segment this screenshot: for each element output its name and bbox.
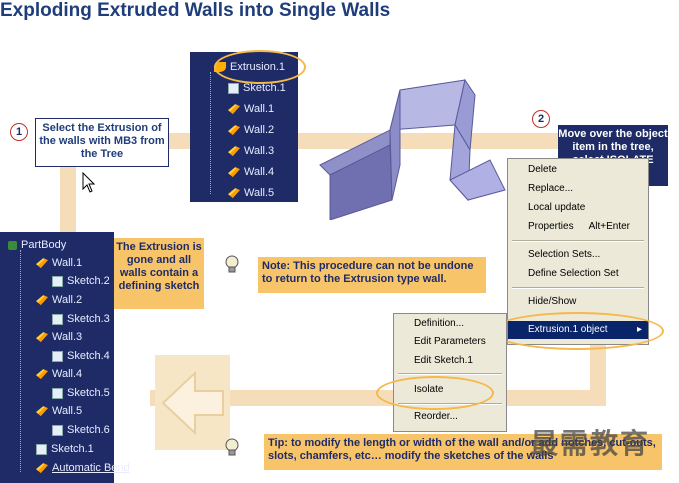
page-title: Exploding Extruded Walls into Single Wal… bbox=[0, 0, 391, 21]
wall-icon bbox=[36, 332, 48, 343]
lightbulb-icon bbox=[225, 438, 239, 456]
tree-node-wall5[interactable]: Wall.5 bbox=[36, 402, 82, 420]
tree-node-wall4[interactable]: Wall.4 bbox=[228, 163, 274, 181]
step-2-number: 2 bbox=[532, 110, 550, 128]
submenu-item-reorder[interactable]: Reorder... bbox=[414, 411, 458, 422]
tree-node-sketch5[interactable]: Sketch.5 bbox=[52, 384, 110, 402]
back-arrow-icon bbox=[161, 370, 224, 436]
menu-item-define-selection-set[interactable]: Define Selection Set bbox=[528, 268, 619, 279]
tree-node-wall4[interactable]: Wall.4 bbox=[36, 365, 82, 383]
tree-node-wall3[interactable]: Wall.3 bbox=[228, 142, 274, 160]
watermark-logo: 最需教育 bbox=[530, 428, 651, 459]
step-1-callout: Select the Extrusion of the walls with M… bbox=[35, 118, 169, 167]
wall-icon bbox=[228, 146, 240, 157]
menu-item-local-update[interactable]: Local update bbox=[528, 202, 586, 213]
tree-node-sketch4[interactable]: Sketch.4 bbox=[52, 347, 110, 365]
object-submenu: Definition... Edit Parameters Edit Sketc… bbox=[393, 313, 507, 432]
mouse-cursor-icon bbox=[82, 172, 96, 193]
tip-note: Tip: to modify the length or width of th… bbox=[264, 434, 662, 470]
tree-node-partbody[interactable]: PartBody bbox=[8, 236, 66, 254]
menu-separator bbox=[398, 373, 502, 375]
lightbulb-icon bbox=[225, 255, 239, 273]
extrusion-highlight-ring bbox=[214, 50, 306, 84]
menu-item-hide-show[interactable]: Hide/Show bbox=[528, 296, 577, 307]
tree-node-sketch1[interactable]: Sketch.1 bbox=[228, 79, 286, 97]
sketch-icon bbox=[52, 424, 63, 436]
wall-icon bbox=[228, 188, 240, 199]
sketch-icon bbox=[52, 387, 63, 399]
step-1-number: 1 bbox=[10, 123, 28, 141]
tree-node-sketch6[interactable]: Sketch.6 bbox=[52, 421, 110, 439]
submenu-item-definition[interactable]: Definition... bbox=[414, 318, 465, 329]
tree-node-wall1[interactable]: Wall.1 bbox=[36, 254, 82, 272]
warning-note: Note: This procedure can not be undone t… bbox=[258, 257, 486, 293]
bend-icon bbox=[36, 463, 48, 474]
back-arrow-panel bbox=[155, 355, 230, 450]
tree-node-sketch3[interactable]: Sketch.3 bbox=[52, 310, 110, 328]
wall-icon bbox=[36, 295, 48, 306]
menu-item-delete[interactable]: Delete bbox=[528, 164, 557, 175]
tree-node-wall2[interactable]: Wall.2 bbox=[36, 291, 82, 309]
tree-node-wall5[interactable]: Wall.5 bbox=[228, 184, 274, 202]
submenu-item-edit-parameters[interactable]: Edit Parameters bbox=[414, 336, 486, 347]
menu-item-properties[interactable]: Properties Alt+Enter bbox=[528, 221, 630, 232]
wall-icon bbox=[228, 167, 240, 178]
wall-icon bbox=[228, 125, 240, 136]
sketch-icon bbox=[52, 313, 63, 325]
menu-item-replace[interactable]: Replace... bbox=[528, 183, 574, 194]
tree-node-automatic-bend[interactable]: Automatic Bend bbox=[36, 459, 130, 477]
sketch-icon bbox=[52, 275, 63, 287]
extrusion-object-highlight-ring bbox=[490, 312, 664, 350]
sheetmetal-part-3d bbox=[319, 78, 506, 220]
partbody-icon bbox=[8, 240, 17, 250]
wall-icon bbox=[36, 406, 48, 417]
menu-item-selection-sets[interactable]: Selection Sets... bbox=[528, 249, 601, 260]
tree-node-sketch2[interactable]: Sketch.2 bbox=[52, 272, 110, 290]
wall-icon bbox=[228, 104, 240, 115]
wall-icon bbox=[36, 258, 48, 269]
sketch-icon bbox=[36, 443, 47, 455]
tree-node-wall1[interactable]: Wall.1 bbox=[228, 100, 274, 118]
sketch-icon bbox=[228, 82, 239, 94]
sketch-icon bbox=[52, 350, 63, 362]
submenu-item-edit-sketch[interactable]: Edit Sketch.1 bbox=[414, 355, 473, 366]
tree-node-wall2[interactable]: Wall.2 bbox=[228, 121, 274, 139]
extrusion-gone-note: The Extrusion is gone and all walls cont… bbox=[114, 238, 204, 309]
menu-separator bbox=[512, 287, 644, 289]
menu-separator bbox=[512, 240, 644, 242]
isolate-highlight-ring bbox=[376, 376, 494, 410]
bottom-feature-tree: PartBody Wall.1 Sketch.2 Wall.2 Sketch.3… bbox=[0, 232, 130, 483]
wall-icon bbox=[36, 369, 48, 380]
tree-node-wall3[interactable]: Wall.3 bbox=[36, 328, 82, 346]
tree-node-sketch1[interactable]: Sketch.1 bbox=[36, 440, 94, 458]
